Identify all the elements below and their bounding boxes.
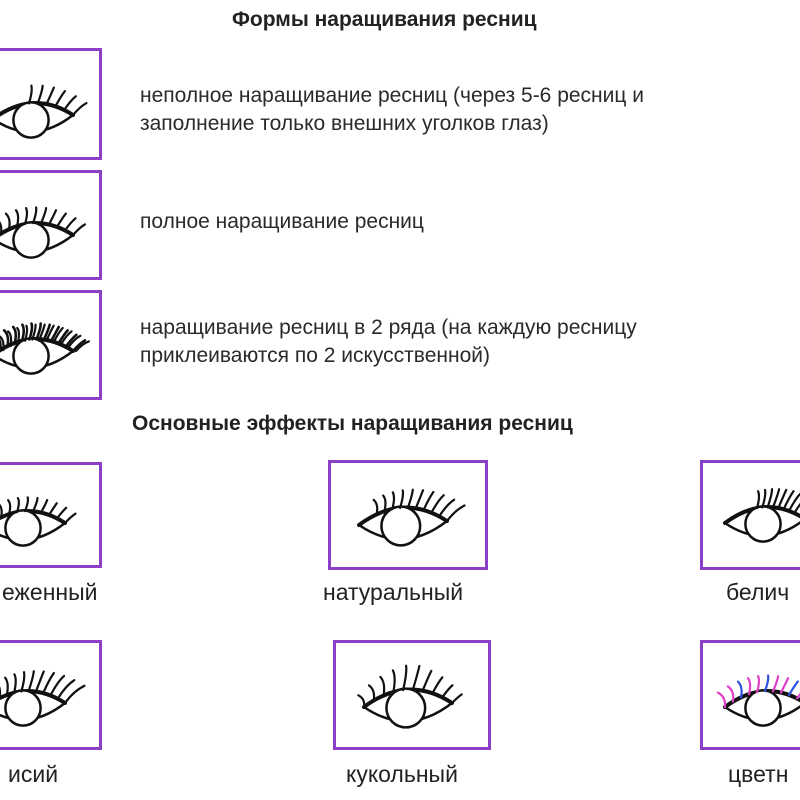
effect-eye-frame-6 <box>700 640 800 750</box>
eye-effect-doll-icon <box>357 664 463 729</box>
form-eye-frame-3 <box>0 290 102 400</box>
effects-title: Основные эффекты наращивания ресниц <box>132 412 573 435</box>
eye-double-row-lashes-icon <box>0 322 91 375</box>
eye-effect-1-icon <box>0 496 77 547</box>
form-description-2: полное наращивание ресниц <box>140 208 424 236</box>
effect-eye-frame-5 <box>333 640 491 750</box>
eye-effect-squirrel-icon <box>723 488 800 543</box>
effect-label-2: натуральный <box>323 579 464 605</box>
form-description-3-line-1: наращивание ресниц в 2 ряда (на каждую р… <box>140 316 637 339</box>
form-description-3: наращивание ресниц в 2 ряда (на каждую р… <box>140 314 637 370</box>
form-description-1: неполное наращивание ресниц (через 5-6 р… <box>140 82 644 138</box>
eye-partial-lashes-icon <box>0 84 88 139</box>
effect-label-6: цветн <box>728 761 789 787</box>
form-eye-frame-2 <box>0 170 102 280</box>
forms-title: Формы наращивания ресниц <box>232 8 537 31</box>
eye-effect-colored-icon <box>716 674 800 727</box>
effect-label-5: кукольный <box>346 761 458 787</box>
eye-effect-natural-icon <box>357 488 466 547</box>
effect-eye-frame-1 <box>0 462 102 568</box>
form-description-2-line-1: полное наращивание ресниц <box>140 210 424 233</box>
effect-label-1: ежeнный <box>2 579 98 605</box>
effect-label-3: белич <box>726 579 790 605</box>
effect-label-4: исий <box>8 761 59 787</box>
form-description-1-line-2: заполнение только внешних уголков глаз) <box>140 112 549 135</box>
effect-eye-frame-4 <box>0 640 102 750</box>
form-eye-frame-1 <box>0 48 102 160</box>
form-description-1-line-1: неполное наращивание ресниц (через 5-6 р… <box>140 84 644 107</box>
effect-eye-frame-3 <box>700 460 800 570</box>
form-description-3-line-2: приклеиваются по 2 искусственной) <box>140 344 490 367</box>
eye-full-lashes-icon <box>0 206 87 259</box>
eye-effect-fox-icon <box>0 670 86 727</box>
effect-eye-frame-2 <box>328 460 488 570</box>
